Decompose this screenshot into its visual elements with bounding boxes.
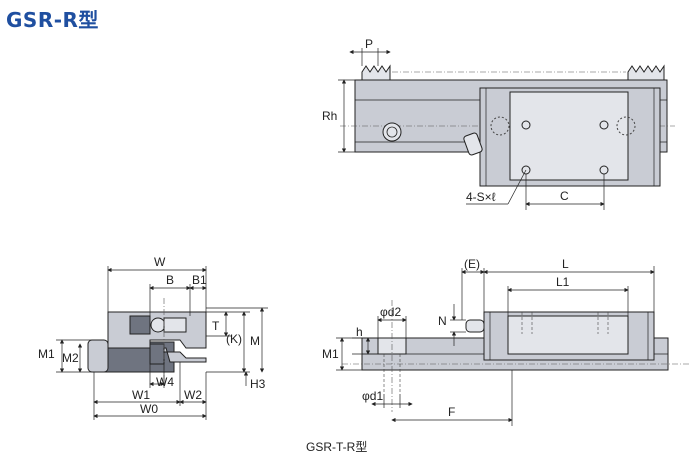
dim-W2: W2	[184, 388, 202, 402]
dim-C: C	[560, 189, 569, 203]
dim-F: F	[448, 405, 455, 419]
dim-W1: W1	[132, 388, 150, 402]
dim-M1-side: M1	[322, 347, 339, 361]
dim-L: L	[562, 257, 569, 271]
dim-L1: L1	[556, 275, 570, 289]
rack-teeth-right	[627, 64, 665, 81]
dim-P: P	[365, 37, 373, 51]
grease-nipple	[463, 132, 483, 156]
dim-d1: φd1	[362, 389, 383, 403]
rail-bolt-hole	[382, 122, 402, 142]
dim-M1: M1	[38, 347, 55, 361]
dim-M2: M2	[62, 351, 79, 365]
dim-d2: φd2	[380, 305, 401, 319]
dim-K: (K)	[226, 332, 242, 346]
dim-W: W	[154, 255, 166, 269]
dim-T: T	[212, 319, 220, 333]
dim-B1: B1	[192, 273, 207, 287]
dim-H3: H3	[250, 377, 266, 391]
top-view: P Rh C 4-S×ℓ	[322, 37, 675, 210]
figure-caption: GSR-T-R型	[306, 440, 368, 454]
page-title: GSR-R型	[6, 8, 99, 32]
dim-Rh: Rh	[322, 109, 337, 123]
rack-teeth-left	[361, 64, 391, 81]
dim-W0: W0	[140, 402, 158, 416]
grease-nipple-side	[465, 319, 485, 333]
dim-B: B	[166, 273, 174, 287]
dim-h: h	[356, 325, 363, 339]
side-view: (E) L L1 N φd2 h M1 φd1	[322, 257, 690, 426]
dim-N: N	[438, 314, 447, 328]
dim-M: M	[250, 334, 260, 348]
dim-E: (E)	[464, 257, 480, 271]
end-view: W B B1 T (K) M H3 M1 M2 W4	[38, 255, 268, 420]
dim-W4: W4	[156, 375, 174, 389]
dim-holes: 4-S×ℓ	[466, 190, 496, 204]
